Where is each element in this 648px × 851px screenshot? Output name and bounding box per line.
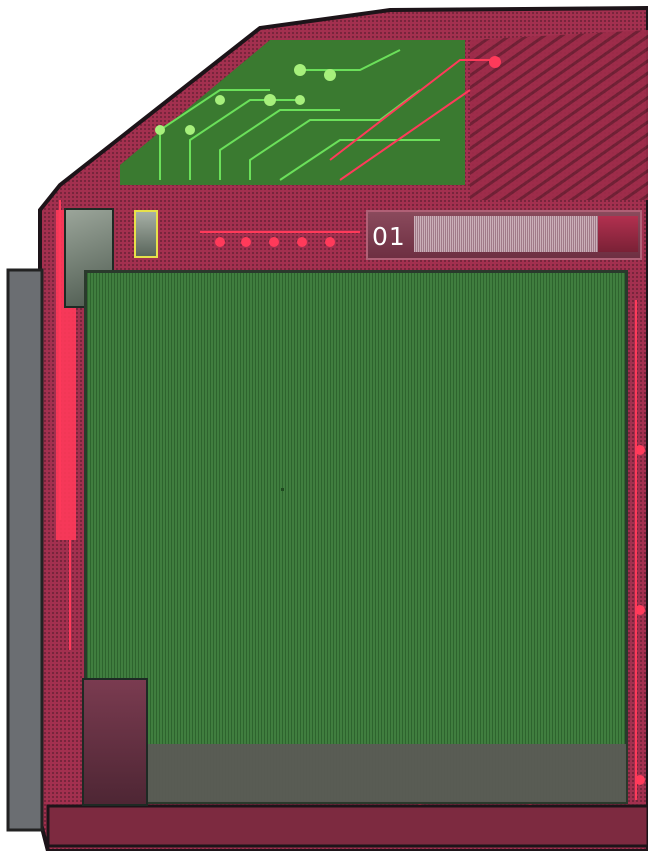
circuit-traces — [159, 49, 440, 181]
screen-footer-panel — [148, 744, 626, 802]
slot-indicator-end — [598, 216, 638, 252]
slot-number: 01 — [372, 222, 406, 251]
screen-pixel — [281, 488, 284, 491]
card-side-edge — [6, 268, 44, 832]
memory-card-icon — [82, 678, 148, 806]
slot-progress-bar — [414, 216, 598, 252]
circuit-board-icon — [120, 40, 465, 185]
stripe-panel — [470, 30, 648, 200]
card-bottom-band — [46, 804, 648, 848]
circuit-pads — [155, 64, 336, 135]
card-screen[interactable] — [84, 270, 628, 804]
chip-contact — [134, 210, 158, 258]
